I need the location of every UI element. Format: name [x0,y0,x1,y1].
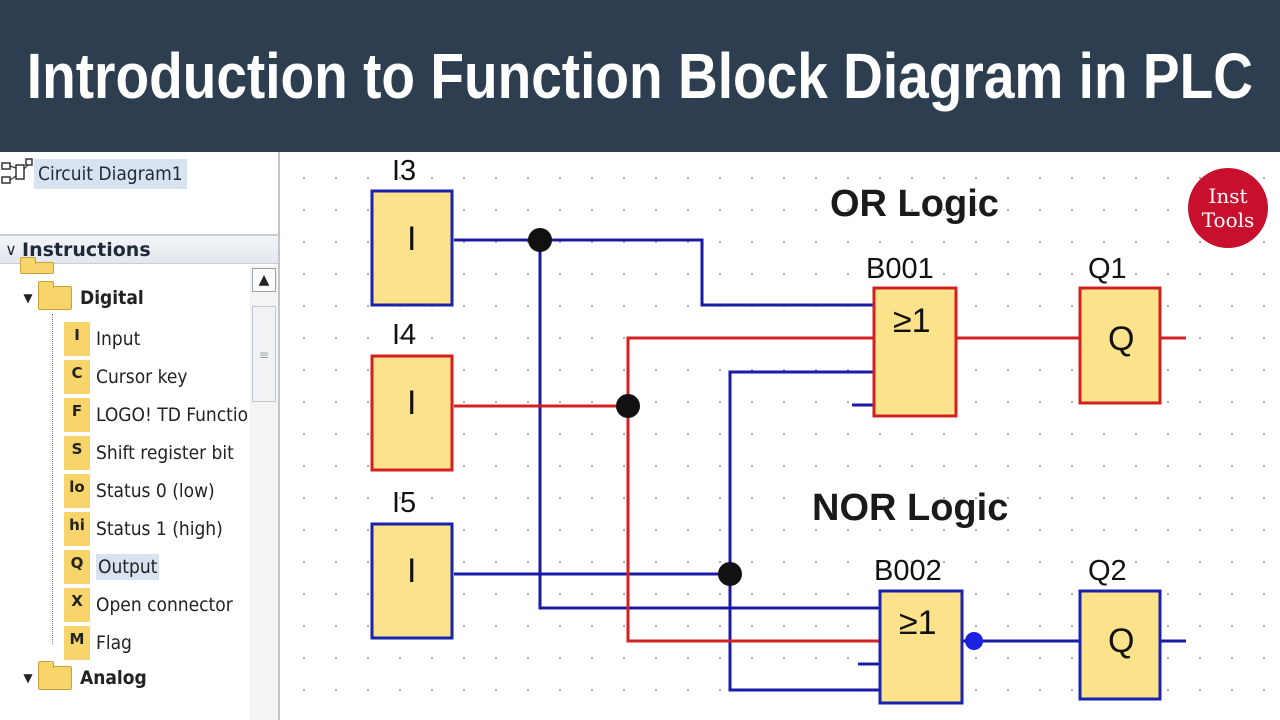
tree-item-label: Output [96,554,160,580]
scroll-up-button[interactable]: ▲ [252,268,276,292]
tree-item-status-high[interactable]: hi Status 1 (high) [64,512,223,546]
tree-item-label: Input [96,328,141,350]
folder-icon [38,281,72,310]
block-label-b002: B002 [874,555,942,587]
logo-line2: Tools [1201,208,1255,232]
tree-item-label: Status 1 (high) [96,518,223,540]
input-label-i4: I4 [392,319,416,351]
output-block-q1[interactable] [1078,286,1162,405]
junction-dot-i4 [616,394,640,418]
input-label-i5: I5 [392,487,416,519]
wire-i4-both [626,336,880,643]
input-block-i4[interactable] [370,354,454,472]
wire-i3-b001 [454,238,874,307]
diagram-canvas: I3 I4 I5 I I I OR Logic NOR Logic B001 B… [282,152,1280,720]
badge-output: Q [64,550,90,584]
logo-line1: Inst [1208,184,1248,208]
or-logic-title: OR Logic [830,183,999,225]
tree-item-analog[interactable]: ▼ Analog [18,661,147,690]
tree-item-open-connector[interactable]: X Open connector [64,588,233,622]
chevron-down-icon[interactable]: ∨ [5,240,17,259]
tree-item-cursor-key[interactable]: C Cursor key [64,360,187,394]
tree-item-label: Shift register bit [96,442,234,464]
tree-item-flag[interactable]: M Flag [64,626,132,660]
circuit-diagram-label: Circuit Diagram1 [34,159,187,189]
scroll-thumb[interactable]: ≡ [252,306,276,402]
tree-item-label: Status 0 (low) [96,480,215,502]
circuit-diagram-icon [0,157,34,191]
badge-input: I [64,322,90,356]
collapse-triangle-icon[interactable]: ▼ [23,671,33,685]
badge-flag: M [64,626,90,660]
negation-dot [965,632,983,650]
input-symbol-i4: I [407,384,416,422]
blue-wires [454,238,1186,692]
tree-item-label: Flag [96,632,132,654]
instructions-label: Instructions [22,238,151,261]
folder-icon [38,661,72,690]
tree-item-input[interactable]: I Input [64,322,140,356]
insttools-logo: Inst Tools [1188,168,1268,248]
tree-scrollbar[interactable]: ▲ ≡ [250,266,278,720]
junction-dot-i5 [718,562,742,586]
red-wires [454,336,1186,643]
badge-status-high: hi [64,512,90,546]
input-block-i5[interactable] [370,522,454,640]
input-symbol-i3: I [407,220,416,258]
block-label-b001: B001 [866,253,934,285]
tree-item-shift-register[interactable]: S Shift register bit [64,436,234,470]
output-label-q2: Q2 [1088,555,1127,587]
badge-td-function: F [64,398,90,432]
tree-item-digital[interactable]: ▼ Digital [18,281,144,310]
junction-dot-i3 [528,228,552,252]
or-block-symbol: ≥1 [893,302,931,340]
collapse-triangle-icon[interactable]: ▼ [23,291,33,305]
nor-block-b002[interactable] [878,589,964,705]
tree-connector-line [52,314,53,644]
tree-item-status-low[interactable]: lo Status 0 (low) [64,474,215,508]
nor-logic-title: NOR Logic [812,487,1008,529]
circuit-diagram-item[interactable]: Circuit Diagram1 [0,156,187,192]
panel-divider [0,234,278,236]
analog-label: Analog [80,667,147,689]
tree-item-label: Cursor key [96,366,188,388]
input-label-i3: I3 [392,155,416,187]
instructions-header[interactable]: ∨ Instructions [0,236,278,264]
output-label-q1: Q1 [1088,253,1127,285]
fbd-diagram: I3 I4 I5 I I I OR Logic NOR Logic B001 B… [370,155,1186,705]
output-symbol-q1: Q [1108,320,1134,358]
badge-cursor-key: C [64,360,90,394]
tree-item-constants[interactable] [20,257,54,274]
output-block-q2[interactable] [1078,589,1162,701]
tree-item-td-function[interactable]: F LOGO! TD Functio [64,398,248,432]
nor-block-symbol: ≥1 [899,604,937,642]
tree-item-label: Open connector [96,594,233,616]
digital-label: Digital [80,287,144,309]
badge-open-connector: X [64,588,90,622]
input-block-i3[interactable] [370,189,454,307]
tree-item-output[interactable]: Q Output [64,550,160,584]
wire-i5-both [728,370,880,692]
badge-status-low: lo [64,474,90,508]
instructions-panel: Circuit Diagram1 ∨ Instructions ▼ Digita… [0,152,280,720]
title-banner: Introduction to Function Block Diagram i… [0,0,1280,152]
folder-icon [20,257,54,274]
or-block-b001[interactable] [872,286,958,418]
wire-i3-b002 [538,240,880,610]
badge-shift-register: S [64,436,90,470]
page-title: Introduction to Function Block Diagram i… [26,40,1254,112]
input-symbol-i5: I [407,552,416,590]
tree-item-label: LOGO! TD Functio [96,404,249,426]
output-symbol-q2: Q [1108,622,1134,660]
